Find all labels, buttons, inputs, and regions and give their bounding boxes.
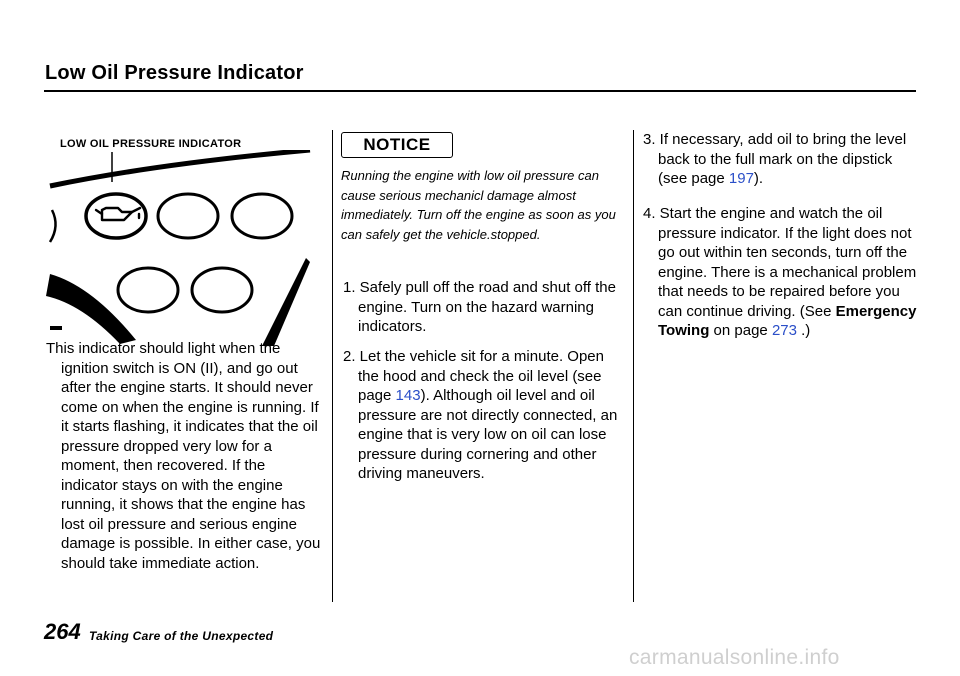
step-4-text: 4. Start the engine and watch the oil pr… (643, 204, 923, 341)
page-link-143[interactable]: 143 (395, 387, 421, 404)
emergency-towing-reference: Emergency Towing (658, 302, 917, 340)
step-4: 4. Start the engine and watch the oil pr… (643, 204, 923, 341)
dashboard-illustration (46, 150, 311, 346)
step-2-text-after: ). Although oil level and oil pressure a… (358, 387, 618, 482)
step-4-text-mid: on page (709, 322, 772, 339)
dash-edge-top (49, 150, 311, 189)
title-rule (44, 90, 916, 92)
indicator-oval-oil (84, 192, 148, 240)
indicator-oval-3 (230, 192, 294, 240)
notice-text: Running the engine with low oil pressure… (341, 168, 616, 242)
notice-box: NOTICE (341, 132, 453, 158)
indicator-description-text: This indicator should light when the ign… (46, 340, 321, 572)
watermark: carmanualsonline.info (629, 646, 840, 669)
indicator-oval-4 (116, 266, 180, 314)
gauge-bezel-right (262, 258, 310, 346)
step-3-text: 3. If necessary, add oil to bring the le… (643, 130, 923, 189)
page-number: 264 (44, 619, 81, 644)
step-2: 2. Let the vehicle sit for a minute. Ope… (343, 347, 628, 484)
step-2-text: 2. Let the vehicle sit for a minute. Ope… (343, 347, 628, 484)
gauge-bezel-left (46, 274, 136, 344)
oil-can-icon (94, 206, 142, 222)
page-link-273[interactable]: 273 (771, 322, 797, 339)
page-title: Low Oil Pressure Indicator (45, 62, 304, 84)
illustration-caption: LOW OIL PRESSURE INDICATOR (60, 138, 242, 150)
step-1-text: 1. Safely pull off the road and shut off… (343, 279, 616, 335)
column-divider-right (633, 130, 634, 602)
step-3: 3. If necessary, add oil to bring the le… (643, 130, 923, 189)
step-4-text-before: 4. Start the engine and watch the oil pr… (643, 205, 917, 320)
step-2-text-before: 2. Let the vehicle sit for a minute. Ope… (343, 348, 604, 404)
page-link-197[interactable]: 197 (728, 170, 754, 187)
column-divider-left (332, 130, 333, 602)
indicator-oval-5 (190, 266, 254, 314)
gauge-tick-left (50, 326, 62, 330)
step-4-text-after: .) (796, 322, 811, 339)
footer-section-title: Taking Care of the Unexpected (89, 629, 274, 643)
step-3-text-before: 3. If necessary, add oil to bring the le… (643, 131, 907, 187)
notice-label: NOTICE (363, 135, 431, 154)
gauge-edge-left (48, 209, 57, 243)
step-1: 1. Safely pull off the road and shut off… (343, 278, 623, 337)
step-3-text-after: ). (753, 170, 764, 187)
indicator-oval-2 (156, 192, 220, 240)
gauge-tick-right (289, 315, 299, 321)
indicator-description: This indicator should light when the ign… (46, 339, 321, 573)
